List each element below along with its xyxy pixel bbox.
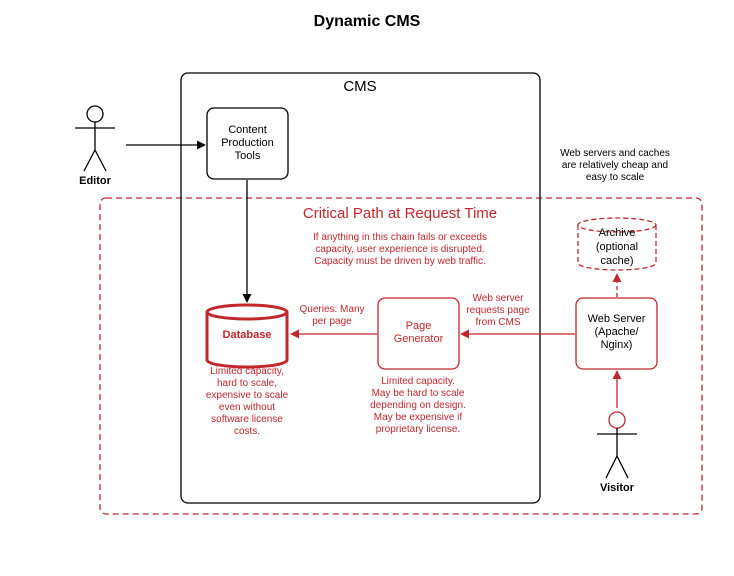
web-server-label: Web Server (Apache/ Nginx) [576, 313, 657, 352]
archive-cylinder [577, 217, 657, 271]
critical-path-note-line: capacity, user experience is disrupted. [315, 244, 485, 255]
visitor-label: Visitor [599, 482, 635, 494]
cms-boundary [180, 72, 541, 504]
queries-line: per page [312, 316, 352, 327]
archive-line: (optional [595, 241, 639, 253]
web-server-line: Nginx) [600, 339, 633, 351]
critical-path-note-line: Capacity must be driven by web traffic. [314, 256, 486, 267]
database-label: Database [222, 329, 272, 341]
content-tools-line: Tools [234, 150, 261, 162]
content-tools-box [206, 107, 289, 180]
page-generator-box [377, 297, 460, 370]
critical-path-note-line: If anything in this chain fails or excee… [313, 232, 487, 243]
critical-path-label: Critical Path at Request Time [302, 205, 498, 222]
archive-label: Archive (optional cache) [578, 226, 656, 268]
web-server-box [575, 297, 658, 370]
critical-path-note: If anything in this chain fails or excee… [280, 232, 520, 268]
scale-note-line: are relatively cheap and [561, 160, 669, 171]
page-generator-note-line: depending on design. [370, 400, 466, 411]
database-note-line: Limited capacity, [210, 366, 284, 377]
scale-note-line: Web servers and caches [560, 148, 670, 159]
web-server-line: (Apache/ [594, 326, 639, 338]
database-note: Limited capacity, hard to scale, expensi… [192, 366, 302, 438]
database-note-line: even without [218, 402, 276, 413]
requests-line: Web server [472, 293, 524, 304]
requests-label: Web server requests page from CMS [455, 293, 541, 329]
content-tools-line: Content [228, 124, 267, 136]
editor-label: Editor [79, 175, 111, 187]
page-generator-note-line: May be hard to scale [371, 388, 465, 399]
content-tools-label: Content Production Tools [207, 124, 288, 163]
archive-line: Archive [598, 227, 636, 239]
database-note-line: hard to scale, [216, 378, 278, 389]
web-server-line: Web Server [587, 313, 646, 325]
editor-figure [75, 105, 115, 172]
database-cylinder [205, 303, 289, 369]
page-generator-note-line: Limited capacity. [381, 376, 455, 387]
archive-line: cache) [600, 255, 634, 267]
page-generator-line: Generator [393, 333, 444, 345]
page-generator-line: Page [405, 320, 432, 332]
database-note-line: expensive to scale [205, 390, 289, 401]
diagram-title: Dynamic CMS [313, 13, 421, 30]
page-generator-note-line: proprietary license. [375, 424, 461, 435]
database-note-line: software license [211, 414, 283, 425]
queries-line: Queries: Many [299, 304, 365, 315]
cms-label: CMS [343, 78, 377, 95]
page-generator-note-line: May be expensive if [373, 412, 463, 423]
visitor-figure [597, 411, 637, 479]
requests-line: requests page [466, 305, 530, 316]
queries-label: Queries: Many per page [292, 304, 372, 328]
critical-path-region [99, 197, 703, 515]
requests-line: from CMS [475, 317, 521, 328]
scale-note: Web servers and caches are relatively ch… [540, 148, 690, 184]
scale-note-line: easy to scale [585, 172, 645, 183]
content-tools-line: Production [221, 137, 274, 149]
page-generator-label: Page Generator [378, 320, 459, 346]
database-note-line: costs. [233, 426, 261, 437]
page-generator-note: Limited capacity. May be hard to scale d… [358, 376, 478, 436]
